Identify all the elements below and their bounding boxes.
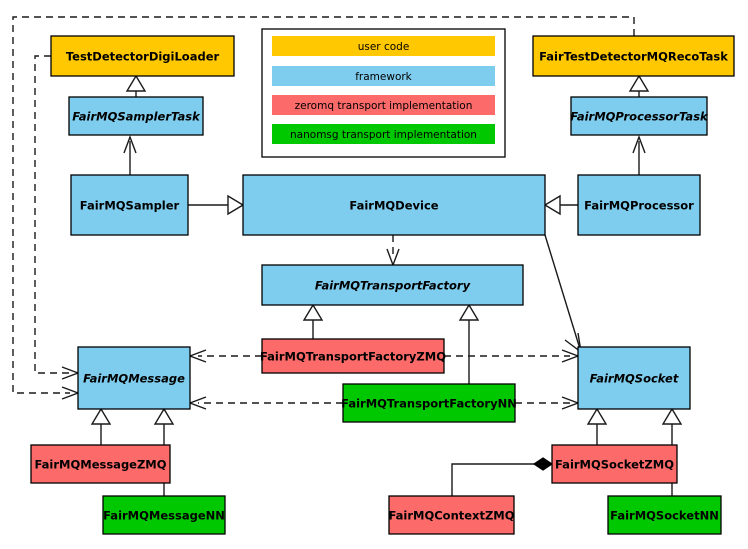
- class-node-TestDetectorDigiLoader[interactable]: TestDetectorDigiLoader: [50, 35, 235, 77]
- class-node-FairMQDevice[interactable]: FairMQDevice: [242, 174, 546, 236]
- legend-item-user-code: user code: [272, 36, 495, 56]
- edge-sampler-to-samplertask: [123, 135, 137, 175]
- legend-swatch-user-code: [272, 36, 495, 56]
- legend-swatch-zeromq: [272, 95, 495, 115]
- legend-item-zeromq: zeromq transport implementation: [272, 95, 495, 115]
- class-node-FairMQTransportFactoryZMQ[interactable]: FairMQTransportFactoryZMQ: [260, 338, 446, 374]
- legend-swatch-nanomsg: [272, 124, 495, 144]
- edge-socketzmq-to-socket: [586, 407, 608, 445]
- edge-contextzmq-to-socketzmq: [451, 457, 554, 496]
- legend-item-framework: framework: [272, 66, 495, 86]
- edge-messagezmq-to-message: [90, 407, 112, 445]
- class-node-FairMQProcessor[interactable]: FairMQProcessor: [577, 174, 701, 236]
- class-node-FairMQSocketNN[interactable]: FairMQSocketNN: [607, 495, 722, 535]
- class-node-FairTestDetectorMQRecoTask[interactable]: FairTestDetectorMQRecoTask: [532, 35, 735, 77]
- edge-processortask-to-recotask: [628, 74, 650, 97]
- edge-tfnn-to-transportfactory: [458, 303, 480, 384]
- class-node-FairMQSocket[interactable]: FairMQSocket: [577, 346, 691, 410]
- edge-processor-to-processortask: [632, 135, 646, 175]
- class-node-FairMQMessageNN[interactable]: FairMQMessageNN: [102, 495, 226, 535]
- class-node-FairMQMessageZMQ[interactable]: FairMQMessageZMQ: [30, 444, 171, 484]
- edge-sampler-to-device: [188, 194, 245, 216]
- class-node-FairMQTransportFactory[interactable]: FairMQTransportFactory: [261, 264, 524, 306]
- class-node-FairMQSocketZMQ[interactable]: FairMQSocketZMQ: [551, 444, 678, 484]
- legend-swatch-framework: [272, 66, 495, 86]
- class-node-FairMQSampler[interactable]: FairMQSampler: [70, 174, 189, 236]
- edge-samplertask-to-digiloader: [125, 74, 147, 97]
- edge-processor-to-device: [543, 194, 578, 216]
- class-node-FairMQContextZMQ[interactable]: FairMQContextZMQ: [388, 495, 515, 535]
- class-node-FairMQSamplerTask[interactable]: FairMQSamplerTask: [68, 96, 204, 136]
- class-node-FairMQMessage[interactable]: FairMQMessage: [77, 346, 191, 410]
- class-node-FairMQTransportFactoryNN[interactable]: FairMQTransportFactoryNN: [341, 383, 517, 423]
- legend-item-nanomsg: nanomsg transport implementation: [272, 124, 495, 144]
- legend-panel: user code framework zeromq transport imp…: [261, 28, 506, 158]
- edge-tfzmq-to-transportfactory: [302, 303, 324, 339]
- class-node-FairMQProcessorTask[interactable]: FairMQProcessorTask: [570, 96, 709, 136]
